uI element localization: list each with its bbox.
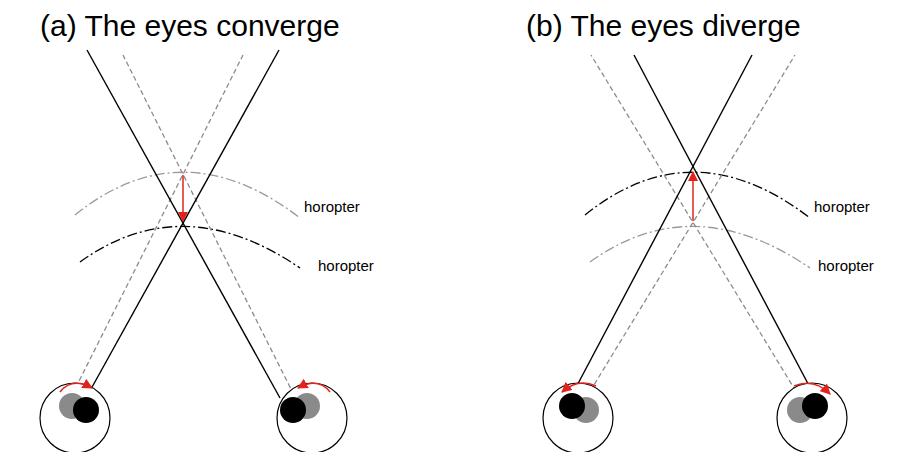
panel-title: (a) The eyes converge <box>40 9 340 44</box>
panel-title-holder: (b) The eyes diverge <box>526 9 801 44</box>
horopter-curve <box>585 172 810 218</box>
horopter-label-holder: horopter <box>304 198 360 216</box>
horopter-curve <box>80 226 300 268</box>
eye <box>777 383 847 452</box>
shift-arrow <box>692 172 694 221</box>
panel-b-drawing <box>543 55 847 452</box>
horopter-label-holder: horopter <box>318 257 374 275</box>
gaze-line <box>72 55 243 395</box>
gaze-line <box>86 50 279 398</box>
gaze-line <box>591 55 800 398</box>
pupil-after <box>73 397 99 423</box>
shift-arrow <box>182 175 184 221</box>
horopter-label: horopter <box>318 257 374 274</box>
eye <box>277 383 347 452</box>
panel-a-drawing <box>40 50 347 452</box>
gaze-line <box>572 55 752 395</box>
gaze-line <box>87 50 280 398</box>
eye <box>543 383 613 452</box>
rotation-arrow <box>562 383 596 392</box>
rotation-arrow <box>60 383 92 392</box>
pupil-after <box>559 393 585 419</box>
horopter-label: horopter <box>814 198 870 215</box>
gaze-line <box>586 55 795 398</box>
horopter-label: horopter <box>818 257 874 274</box>
pupil-after <box>280 397 306 423</box>
horopter-label-holder: horopter <box>814 198 870 216</box>
gaze-line <box>123 55 294 395</box>
rotation-arrow <box>794 383 830 394</box>
horopter-label-holder: horopter <box>818 257 874 275</box>
panel-title-holder: (a) The eyes converge <box>40 9 340 44</box>
gaze-line <box>634 55 814 395</box>
pupil-after <box>802 393 828 419</box>
eye <box>40 383 110 452</box>
horopter-label: horopter <box>304 198 360 215</box>
panel-title: (b) The eyes diverge <box>526 9 801 44</box>
rotation-arrow <box>298 383 330 392</box>
horopter-curve <box>75 172 300 218</box>
